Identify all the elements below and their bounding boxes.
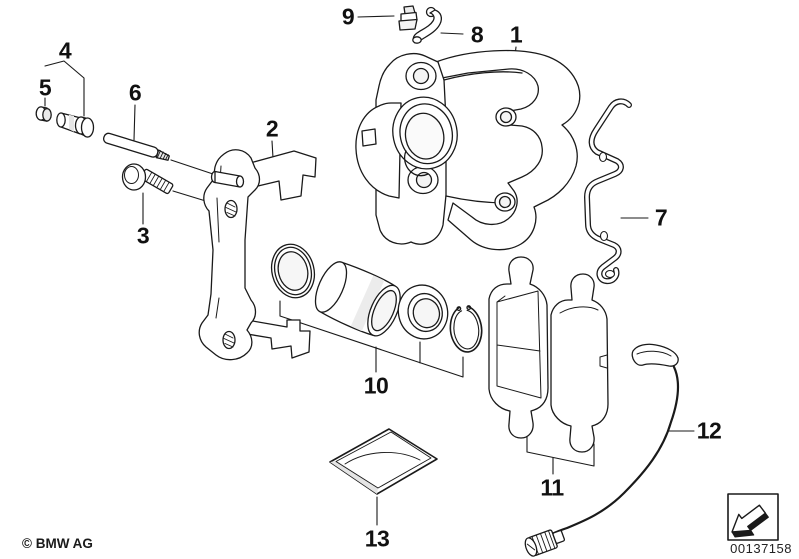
bolt-head <box>121 163 147 191</box>
guide-pin <box>103 132 170 161</box>
caliper-ear-top-hole <box>412 67 430 85</box>
leader-10 <box>279 300 464 378</box>
guide-bush-kit <box>35 106 95 138</box>
caliper-arm-hole-bottom <box>498 195 512 209</box>
grease-packet <box>329 428 438 495</box>
leader-8 <box>440 32 464 35</box>
pad-right-contour <box>559 306 608 369</box>
clip-eyelet <box>412 36 422 44</box>
sensor-connector <box>524 529 566 557</box>
spring-end-loop <box>604 269 616 279</box>
guide-bolt <box>121 163 174 195</box>
leader-9 <box>357 15 395 18</box>
direction-arrow-icon <box>727 493 779 541</box>
carrier-frame <box>198 149 261 361</box>
bolt-head-face <box>124 166 139 184</box>
caliper-bore-shadow <box>403 150 429 177</box>
leader-bolt-to-carrier <box>172 190 210 203</box>
caliper-arm-hole-top <box>499 110 513 124</box>
plug-cap <box>35 106 52 122</box>
bleeder-valve <box>398 5 418 31</box>
leader-11 <box>526 429 595 475</box>
callout-7[interactable]: 7 <box>654 204 668 231</box>
caliper-carrier <box>198 149 317 361</box>
leader-lines <box>44 15 695 526</box>
brake-pads <box>488 256 609 453</box>
pad-right <box>550 273 609 453</box>
piston <box>314 261 401 337</box>
leader-pin-to-carrier <box>170 159 214 175</box>
callout-1[interactable]: 1 <box>509 21 523 48</box>
callout-11[interactable]: 11 <box>540 474 564 501</box>
copyright-notice: © BMW AG <box>22 536 93 551</box>
leader-4 <box>44 60 85 117</box>
piston-seal-ring <box>270 243 316 299</box>
dust-boot <box>397 284 449 340</box>
caliper-bore <box>392 96 458 170</box>
image-number: 00137158 <box>730 541 792 556</box>
caliper-nub <box>361 128 377 147</box>
caliper-top-edge <box>443 71 523 81</box>
spring-hole-bottom <box>599 230 609 242</box>
circlip <box>449 305 483 353</box>
carrier-guide-sleeve <box>210 170 245 188</box>
retaining-spring <box>584 98 632 285</box>
leader-2 <box>271 140 274 159</box>
callout-4[interactable]: 4 <box>58 37 72 64</box>
callout-13[interactable]: 13 <box>364 525 390 552</box>
callout-2[interactable]: 2 <box>265 115 279 142</box>
callout-12[interactable]: 12 <box>696 417 722 444</box>
retaining-clip <box>412 6 442 44</box>
wear-sensor <box>524 343 680 557</box>
callout-6[interactable]: 6 <box>128 79 142 106</box>
callout-9[interactable]: 9 <box>341 3 355 30</box>
callout-3[interactable]: 3 <box>136 222 150 249</box>
sensor-cable <box>550 365 680 536</box>
pad-left-friction <box>496 290 542 399</box>
carrier-top-rail <box>249 150 317 201</box>
piston-repair-kit <box>270 243 483 353</box>
caliper-cylinder-boss <box>355 102 402 199</box>
leader-6 <box>133 104 136 141</box>
callout-10[interactable]: 10 <box>363 372 389 399</box>
brake-caliper <box>355 49 581 251</box>
caliper-rear-arm <box>435 49 581 251</box>
spring-hole-top <box>598 151 608 163</box>
sensor-head <box>631 343 679 367</box>
sensor-head-edge <box>636 350 672 357</box>
guide-bush <box>56 112 95 138</box>
callout-5[interactable]: 5 <box>38 74 52 101</box>
callout-8[interactable]: 8 <box>470 21 484 48</box>
carrier-bottom-rail <box>246 319 311 359</box>
